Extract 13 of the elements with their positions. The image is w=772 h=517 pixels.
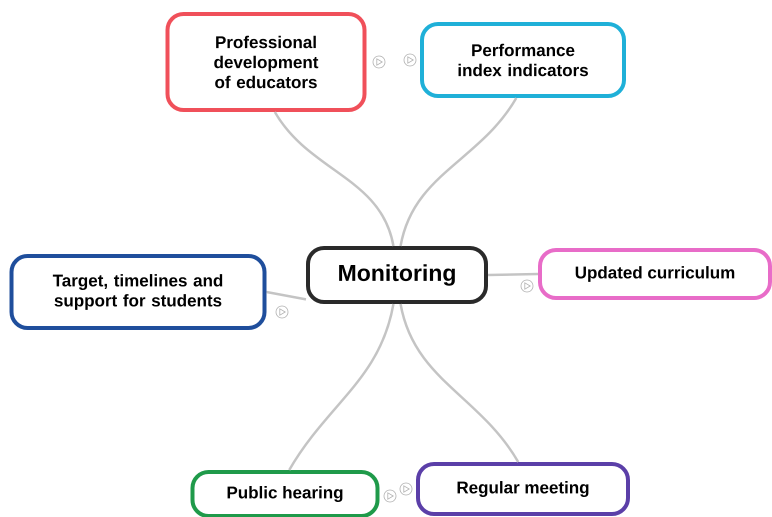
connector-line <box>399 97 518 246</box>
connector-line <box>266 290 306 301</box>
topic-box: Regular meeting <box>416 462 630 516</box>
connector-line <box>274 111 395 246</box>
central-topic-box: Monitoring <box>306 246 488 304</box>
topic-box: Performance index indicators <box>420 22 626 98</box>
topic-box: Public hearing <box>190 470 380 517</box>
topic-box: Updated curriculum <box>538 248 772 300</box>
topic-box: Professional development of educators <box>166 12 366 112</box>
connector-line <box>288 304 395 471</box>
topic-box: Target, timelines and support for students <box>10 254 266 330</box>
connector-line <box>488 272 538 276</box>
connector-line <box>399 304 520 463</box>
